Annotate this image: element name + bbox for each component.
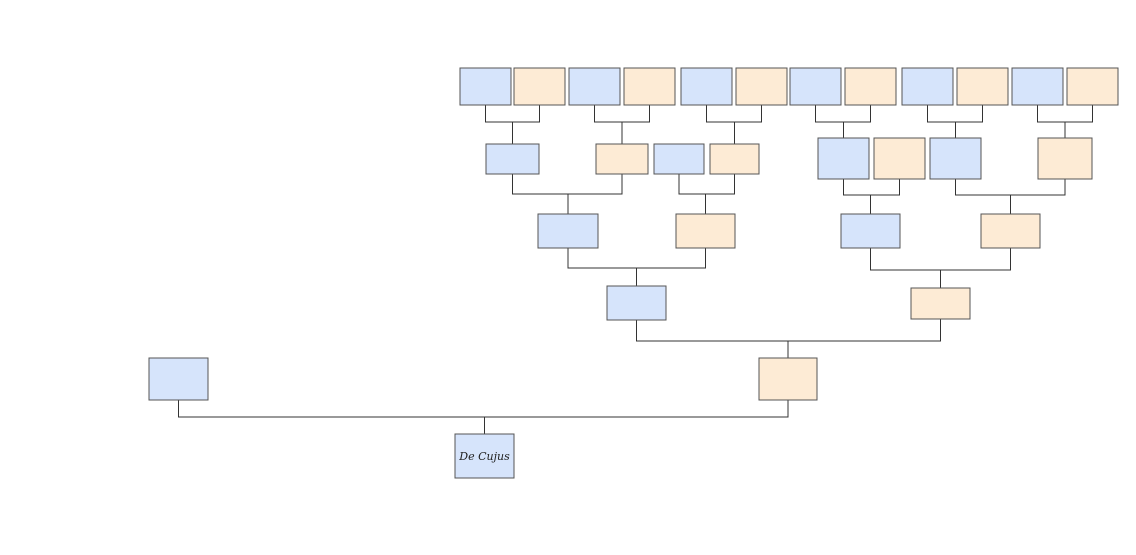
g5-connector-3 xyxy=(706,105,762,123)
g4-box-1[interactable] xyxy=(485,143,540,175)
g5-box-11[interactable] xyxy=(1011,67,1064,106)
ggp-box-2[interactable] xyxy=(675,213,736,249)
g5-connector-6 xyxy=(1037,105,1093,123)
grandparent-box-1[interactable] xyxy=(606,285,667,321)
g4-box-2[interactable] xyxy=(595,143,649,175)
ggp-box-3[interactable] xyxy=(840,213,901,249)
person-boxes xyxy=(148,67,1119,479)
g4-box-8[interactable] xyxy=(1037,137,1093,180)
g4-box-4[interactable] xyxy=(709,143,760,175)
g5-box-5[interactable] xyxy=(680,67,733,106)
ggp-box-1[interactable] xyxy=(537,213,599,249)
g4-connector-b xyxy=(678,174,735,195)
parent-box-maternal[interactable] xyxy=(758,357,818,401)
g5-box-7[interactable] xyxy=(789,67,842,106)
root-person-box[interactable] xyxy=(454,433,515,479)
g4-box-6[interactable] xyxy=(873,137,926,180)
g5-box-9[interactable] xyxy=(901,67,954,106)
root-connector xyxy=(178,400,789,418)
g4-connector-c xyxy=(843,179,900,196)
g5-connector-1 xyxy=(485,105,540,123)
g4-box-5[interactable] xyxy=(817,137,870,180)
g4-connector-a xyxy=(512,174,623,195)
ggp-connector-a xyxy=(567,248,706,269)
root-person-label: De Cujus xyxy=(458,450,510,463)
g5-connector-5 xyxy=(927,105,983,123)
grandparent-box-2[interactable] xyxy=(910,287,971,320)
spouse-box[interactable] xyxy=(148,357,209,401)
g5-box-4[interactable] xyxy=(623,67,676,106)
g4-box-3[interactable] xyxy=(653,143,705,175)
g5-box-1[interactable] xyxy=(459,67,512,106)
ggp-box-4[interactable] xyxy=(980,213,1041,249)
g5-box-3[interactable] xyxy=(568,67,621,106)
connector-lines xyxy=(178,105,1093,434)
ggp-connector-b xyxy=(870,248,1011,271)
g5-box-12[interactable] xyxy=(1066,67,1119,106)
g4-connector-d xyxy=(955,179,1066,196)
g4-box-7[interactable] xyxy=(929,137,982,180)
g5-connector-2 xyxy=(594,105,650,123)
g5-box-6[interactable] xyxy=(735,67,788,106)
gp-connector xyxy=(636,319,941,342)
g5-box-2[interactable] xyxy=(513,67,566,106)
g5-box-8[interactable] xyxy=(844,67,897,106)
g5-connector-4 xyxy=(815,105,871,123)
g5-box-10[interactable] xyxy=(956,67,1009,106)
